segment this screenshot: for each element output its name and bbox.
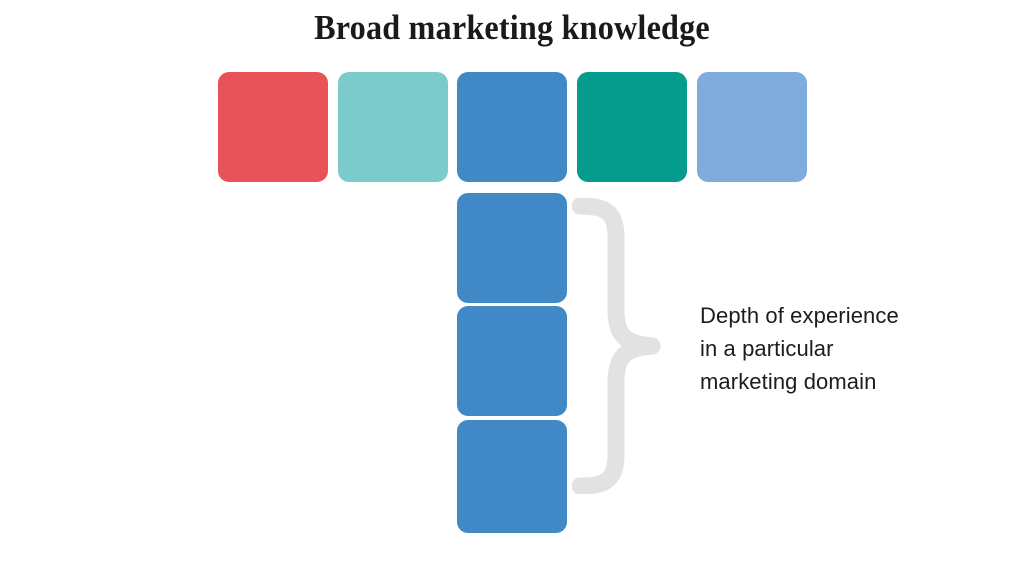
caption-line-3: marketing domain [700,369,877,394]
page-title: Broad marketing knowledge [314,8,710,47]
depth-block-1 [457,193,567,303]
breadth-block-2 [338,72,448,182]
depth-block-3 [457,420,567,533]
depth-block-2 [457,306,567,416]
caption-line-1: Depth of experience [700,303,899,328]
breadth-block-3 [457,72,567,182]
breadth-block-5 [697,72,807,182]
breadth-block-4 [577,72,687,182]
depth-caption: Depth of experience in a particular mark… [700,299,970,398]
curly-brace-icon [572,198,672,494]
caption-line-2: in a particular [700,336,834,361]
breadth-block-1 [218,72,328,182]
